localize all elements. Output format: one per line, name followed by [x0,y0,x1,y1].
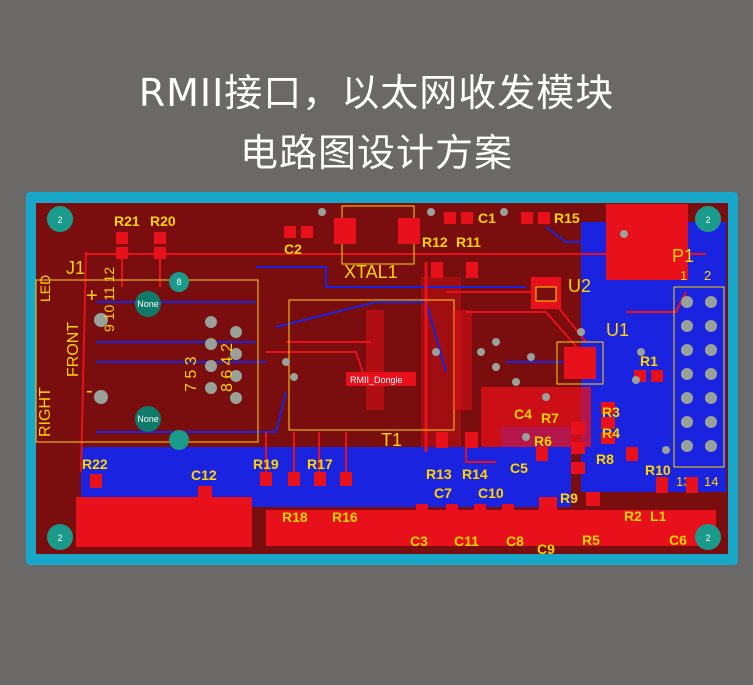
label-c10: C10 [478,485,504,501]
mount-hole-label: 2 [705,533,710,543]
j1-plus-mark: + [86,285,98,307]
label-c8: C8 [506,533,524,549]
label-r6: R6 [534,433,552,449]
j1-pin-numbers-b: 8 6 4 2 [219,343,236,392]
ic-u2 [531,277,561,309]
pcb-layout: 2 2 2 2 None None 8 J1 + - FRONT RIGHT L… [35,203,728,557]
label-l1: L1 [650,508,667,524]
label-r2: R2 [624,508,642,524]
label-r14: R14 [462,466,488,482]
top-copper-pour [76,204,716,547]
j1-led-silk: LED [37,275,53,302]
label-c1: C1 [478,210,496,226]
label-c2: C2 [284,241,302,257]
j1-pin-marks: 9 10 11 12 [101,267,117,332]
title-line-2: 电路图设计方案 [239,131,513,175]
label-r3: R3 [602,404,620,420]
mount-hole-label: 2 [57,215,62,225]
j1-pad-label: None [137,414,159,424]
label-c12: C12 [191,467,217,483]
connector-j1 [35,272,259,450]
mount-hole-label: 2 [57,533,62,543]
j1-right-silk: RIGHT [37,387,54,437]
j1-pin-label: 8 [176,277,181,287]
label-c6: C6 [669,532,687,548]
label-c11: C11 [454,533,479,549]
label-r9: R9 [560,490,578,506]
j1-pin-numbers-a: 7 5 3 [183,356,200,392]
vias [282,208,670,454]
label-r8: R8 [596,451,614,467]
p1-pin1: 1 [680,268,687,283]
j1-ref: J1 [66,258,85,278]
p1-pin14: 14 [704,474,718,489]
mount-hole-label: 2 [705,215,710,225]
label-r21: R21 [114,213,140,229]
header-p1 [673,286,725,468]
crystal-xtal1 [334,205,420,265]
pcb-board-frame: 2 2 2 2 None None 8 J1 + - FRONT RIGHT L… [26,192,738,565]
label-r11: R11 [456,234,481,250]
label-r12: R12 [422,234,448,250]
label-r17: R17 [307,456,333,472]
t1-ref: T1 [381,430,402,450]
ic-u1 [556,341,604,385]
label-r22: R22 [82,456,108,472]
label-c5: C5 [510,460,528,476]
label-c9: C9 [537,541,555,557]
label-r20: R20 [150,213,176,229]
j1-pad-label: None [137,299,159,309]
label-r7: R7 [541,410,559,426]
label-c3: C3 [410,533,428,549]
j1-front-silk: FRONT [65,322,82,377]
xtal1-ref: XTAL1 [344,262,398,282]
label-r5: R5 [582,532,600,548]
label-r19: R19 [253,456,279,472]
transformer-t1 [288,299,472,431]
title-line-1: RMII接口，以太网收发模块 [138,71,615,115]
label-r4: R4 [602,425,620,441]
j1-minus-mark: - [86,380,93,402]
label-r16: R16 [332,509,358,525]
label-r13: R13 [426,466,452,482]
mounting-holes [47,206,721,550]
label-r10: R10 [645,462,671,478]
u2-ref: U2 [568,276,591,296]
smd-pads [90,212,698,535]
p1-ref: P1 [672,246,694,266]
label-c4: C4 [514,406,532,422]
label-r1: R1 [640,353,658,369]
label-r18: R18 [282,509,308,525]
u1-ref: U1 [606,320,629,340]
label-c7: C7 [434,485,452,501]
label-r15: R15 [554,210,580,226]
t1-net-label: RMII_Dongle [350,375,403,385]
p1-pin2: 2 [704,268,711,283]
